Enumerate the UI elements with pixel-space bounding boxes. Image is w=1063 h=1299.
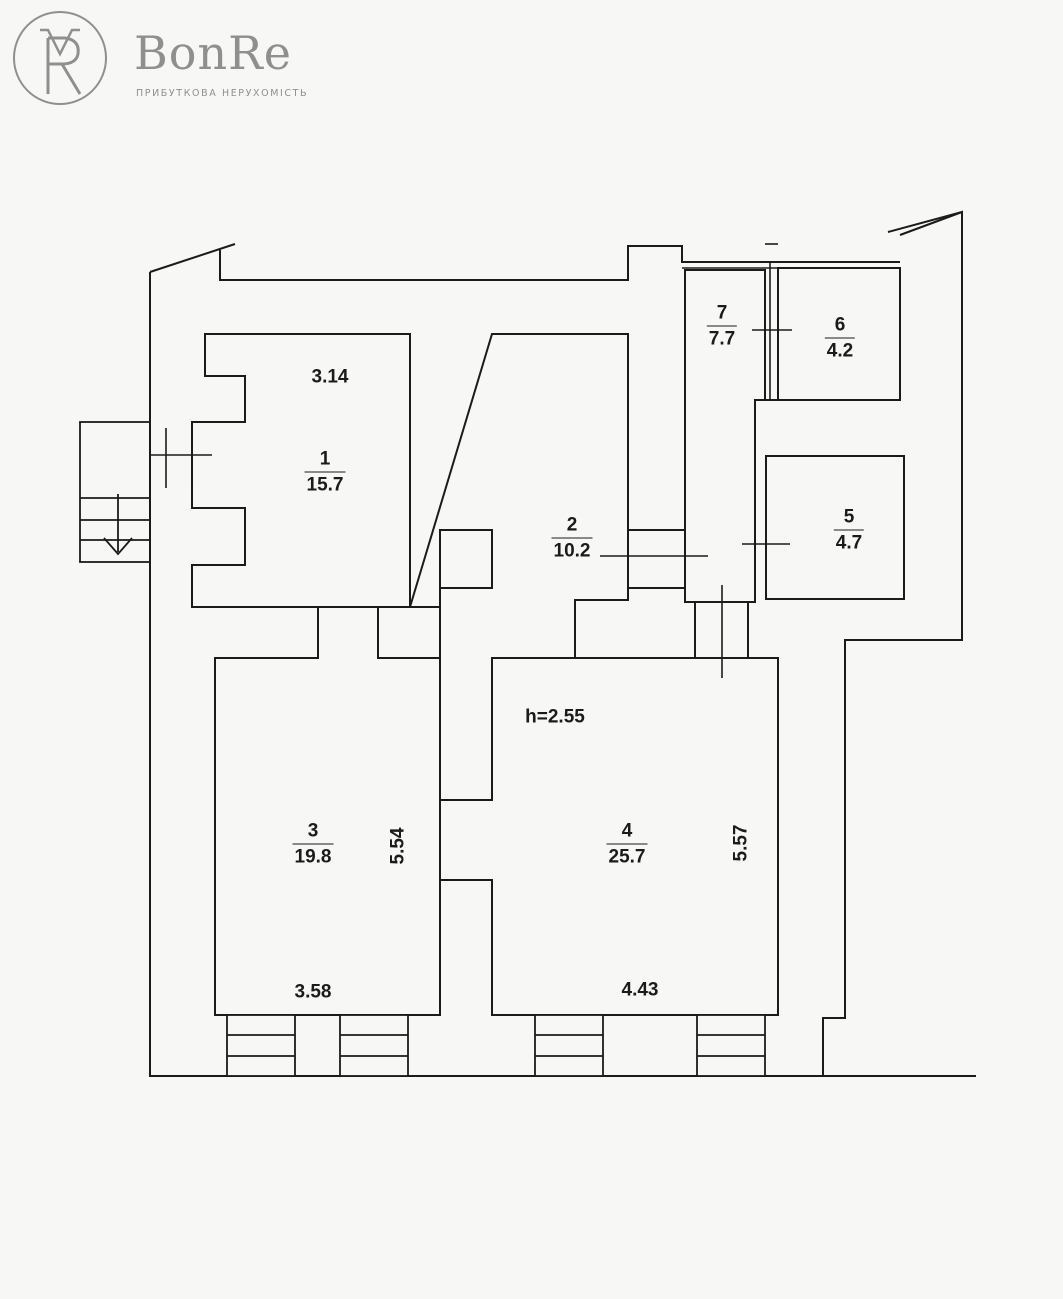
door-marks bbox=[150, 243, 900, 678]
room-5-number: 5 bbox=[833, 508, 865, 531]
room-2-outline bbox=[377, 333, 629, 801]
ceiling-height-label: h=2.55 bbox=[525, 706, 585, 728]
room-3-number: 3 bbox=[292, 822, 334, 845]
room-4-area: 25.7 bbox=[608, 846, 646, 868]
room-3-outline bbox=[214, 606, 441, 1016]
dimension-room3-depth: 5.54 bbox=[387, 827, 409, 865]
brand-tagline: ПРИБУТКОВА НЕРУХОМІСТЬ bbox=[136, 88, 309, 99]
dimension-room1-width: 3.14 bbox=[311, 366, 349, 388]
room-1-outline bbox=[191, 333, 411, 608]
brand-name: BonRe bbox=[134, 26, 292, 80]
room-3-area: 19.8 bbox=[294, 846, 332, 868]
room-6-label: 6 4.2 bbox=[824, 316, 856, 362]
room-7-area: 7.7 bbox=[708, 328, 736, 350]
windows bbox=[226, 1014, 766, 1077]
room-1-area: 15.7 bbox=[306, 474, 344, 496]
entrance-stair bbox=[79, 421, 151, 563]
room-7-label: 7 7.7 bbox=[706, 304, 738, 350]
room-2-number: 2 bbox=[551, 516, 593, 539]
room-4-label: 4 25.7 bbox=[606, 822, 648, 868]
room-5-area: 4.7 bbox=[835, 532, 863, 554]
room-3-label: 3 19.8 bbox=[292, 822, 334, 868]
dimension-room4-width: 4.43 bbox=[621, 979, 659, 1001]
room-4-outline bbox=[439, 657, 779, 1016]
room-4-number: 4 bbox=[606, 822, 648, 845]
room-6-number: 6 bbox=[824, 316, 856, 339]
bonre-monogram-icon bbox=[13, 11, 107, 105]
room-6-area: 4.2 bbox=[826, 340, 854, 362]
room-5-label: 5 4.7 bbox=[833, 508, 865, 554]
room-7-number: 7 bbox=[706, 304, 738, 327]
bonre-logo: BonRe ПРИБУТКОВА НЕРУХОМІСТЬ bbox=[10, 8, 340, 108]
room-1-number: 1 bbox=[304, 450, 346, 473]
room-2-area: 10.2 bbox=[553, 540, 591, 562]
room-1-label: 1 15.7 bbox=[304, 450, 346, 496]
room-5-outline bbox=[765, 455, 905, 600]
dimension-room3-width: 3.58 bbox=[294, 981, 332, 1003]
dimension-room4-depth: 5.57 bbox=[730, 824, 752, 862]
room-2-label: 2 10.2 bbox=[551, 516, 593, 562]
